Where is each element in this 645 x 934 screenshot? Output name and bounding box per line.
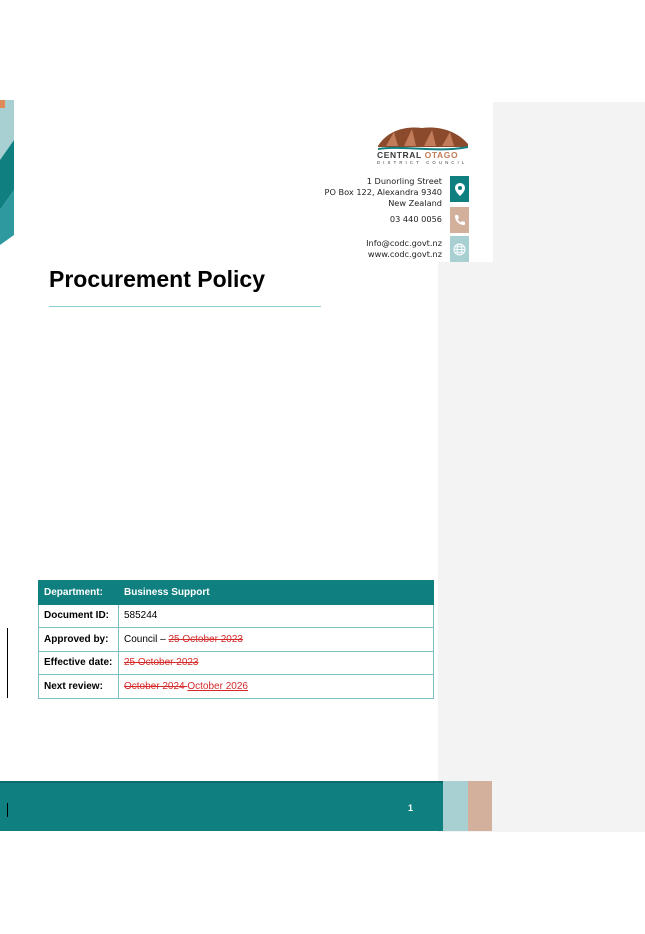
footer-accent-light (443, 781, 468, 831)
table-row-approved-by: Approved by: Council – 25 October 2023 (38, 627, 434, 652)
next-review-deleted: October 2024 (124, 680, 188, 692)
address-line-1: 1 Dunorling Street (366, 176, 442, 186)
footer-band (0, 781, 443, 831)
next-review-label: Next review: (38, 674, 119, 699)
table-row-document-id: Document ID: 585244 (38, 603, 434, 628)
contact-address: 1 Dunorling Street PO Box 122, Alexandra… (325, 176, 442, 209)
department-label: Department: (38, 580, 119, 605)
revision-change-bar (7, 628, 8, 698)
logo-word-otago: OTAGO (424, 150, 459, 160)
effective-date-deleted: 25 October 2023 (124, 657, 199, 669)
logo-word-central: CENTRAL (377, 150, 422, 160)
council-logo (378, 127, 468, 151)
globe-icon (450, 236, 469, 262)
approved-by-deleted: 25 October 2023 (168, 633, 243, 645)
contact-phone: 03 440 0056 (389, 214, 442, 224)
title-divider (49, 306, 321, 307)
effective-date-label: Effective date: (38, 650, 119, 675)
page-number: 1 (408, 803, 414, 813)
address-line-3: New Zealand (388, 198, 442, 208)
next-review-cell: October 2024 October 2026 (118, 674, 434, 699)
footer-change-bar (7, 803, 8, 817)
document-title: Procurement Policy (49, 266, 266, 292)
location-pin-icon (450, 176, 469, 202)
document-id-label: Document ID: (38, 603, 119, 628)
phone-icon (450, 207, 469, 233)
document-id-value: 585244 (118, 603, 434, 628)
table-row-department: Department: Business Support (38, 580, 434, 605)
logo-subtitle: DISTRICT COUNCIL (377, 160, 468, 165)
approved-by-cell: Council – 25 October 2023 (118, 627, 434, 652)
left-decoration (0, 100, 14, 245)
next-review-inserted: October 2026 (187, 680, 248, 692)
approved-by-label: Approved by: (38, 627, 119, 652)
effective-date-cell: 25 October 2023 (118, 650, 434, 675)
table-row-effective-date: Effective date: 25 October 2023 (38, 650, 434, 675)
contact-email[interactable]: Info@codc.govt.nz (366, 238, 442, 248)
table-row-next-review: Next review: October 2024 October 2026 (38, 674, 434, 699)
document-info-table: Department: Business Support Document ID… (38, 580, 434, 699)
department-value: Business Support (118, 580, 434, 605)
contact-website[interactable]: www.codc.govt.nz (367, 249, 442, 259)
footer-accent-tan (468, 781, 492, 831)
contact-web: Info@codc.govt.nz www.codc.govt.nz (366, 238, 442, 260)
address-line-2: PO Box 122, Alexandra 9340 (324, 187, 442, 197)
logo-wordmark: CENTRAL OTAGO (377, 150, 458, 160)
approved-by-value: Council – (124, 633, 169, 645)
